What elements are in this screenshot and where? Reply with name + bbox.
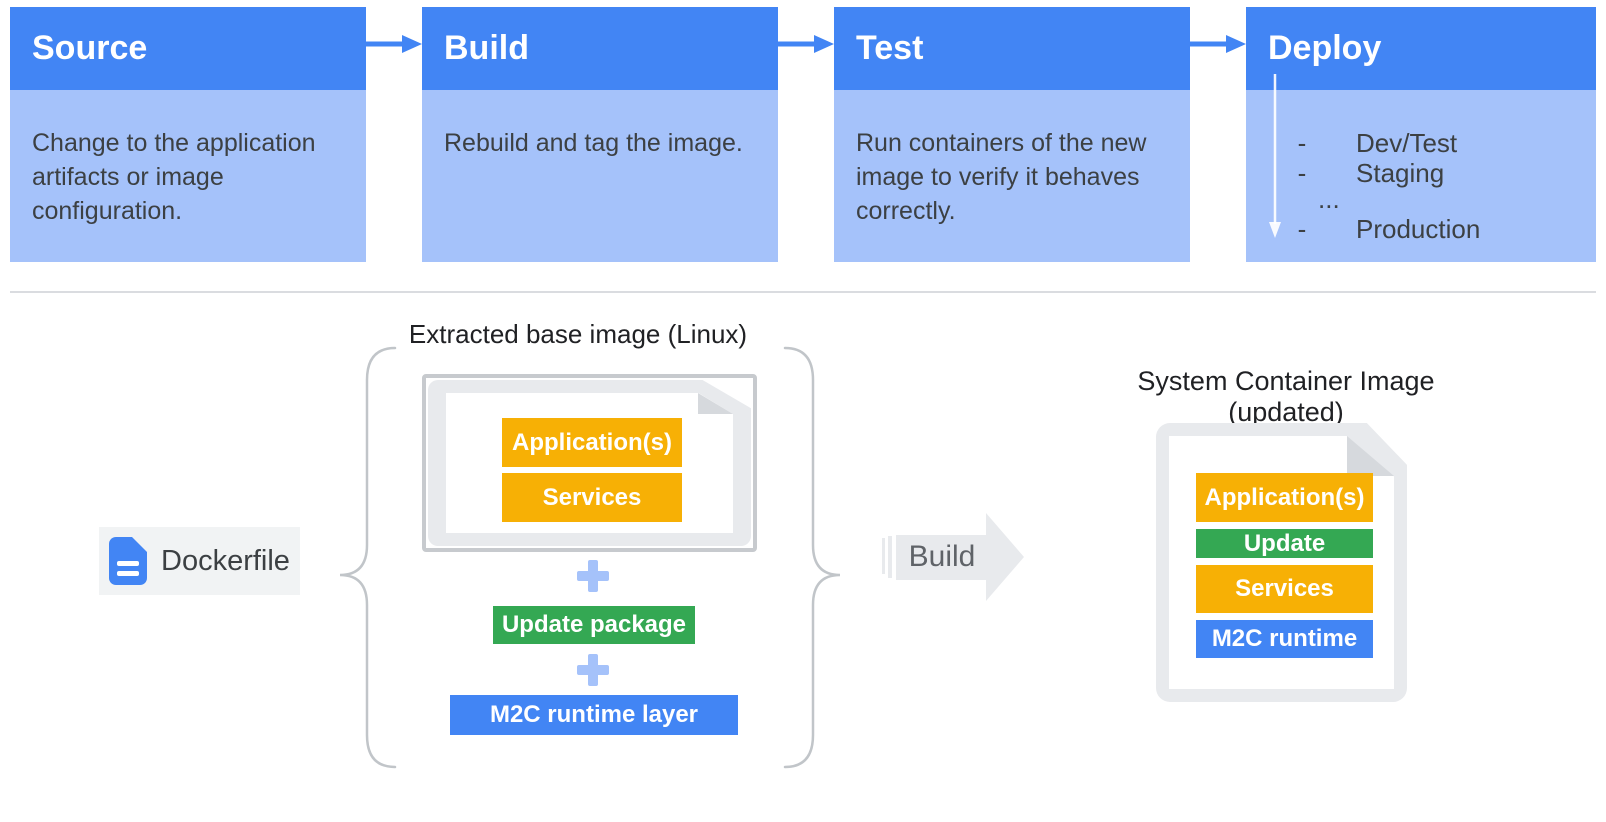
result-layer-update: Update: [1196, 529, 1373, 558]
stage-body-source: [10, 90, 366, 262]
stage-body-test: [834, 90, 1190, 262]
deploy-item-bullet: -: [1297, 214, 1307, 244]
plus-icon: [577, 654, 609, 686]
result-image-title: System Container Image (updated): [1137, 366, 1435, 427]
arrow-right-icon: [778, 35, 834, 53]
deploy-sequence-arrow-icon: [1269, 74, 1281, 238]
stage-header-deploy: Deploy: [1246, 7, 1596, 90]
update-package-box: Update package: [493, 606, 695, 644]
result-layer-m2c-runtime: M2C runtime: [1196, 620, 1373, 658]
layer-services: Services: [502, 473, 682, 522]
stage-body-deploy: [1246, 90, 1596, 262]
deploy-item-production: Production: [1356, 214, 1481, 244]
deploy-item-bullet: -: [1297, 128, 1307, 158]
right-brace: [783, 346, 841, 769]
section-divider: [10, 291, 1596, 293]
stage-body-build: [422, 90, 778, 262]
deploy-item-dev-test: Dev/Test: [1356, 128, 1458, 158]
extracted-base-image-title: Extracted base image (Linux): [408, 319, 748, 349]
arrow-right-icon: [366, 35, 422, 53]
layer-applications: Application(s): [502, 418, 682, 467]
stage-header-test: Test: [834, 7, 1190, 90]
left-brace: [339, 346, 397, 769]
stage-header-build: Build: [422, 7, 778, 90]
dockerfile-document-icon: [109, 537, 147, 585]
stage-text-test: Run containers of the new image to verif…: [856, 129, 1147, 225]
build-arrow-icon: [882, 513, 1024, 601]
m2c-runtime-layer-box: M2C runtime layer (Linux): [450, 695, 738, 768]
deploy-item-bullet: -: [1297, 158, 1307, 188]
stage-text-build: Rebuild and tag the image.: [444, 129, 743, 157]
result-layer-services: Services: [1196, 565, 1373, 613]
deploy-item-staging: Staging: [1356, 158, 1445, 188]
build-arrow-label: Build: [908, 540, 976, 573]
arrow-right-icon: [1190, 35, 1246, 53]
stage-header-source: Source: [10, 7, 366, 90]
deploy-item-ellipsis: ...: [1318, 184, 1340, 214]
dockerfile-label: Dockerfile: [161, 545, 290, 577]
stage-text-source: Change to the application artifacts or i…: [32, 129, 316, 225]
plus-icon: [577, 560, 609, 592]
result-layer-applications: Application(s): [1196, 473, 1373, 522]
